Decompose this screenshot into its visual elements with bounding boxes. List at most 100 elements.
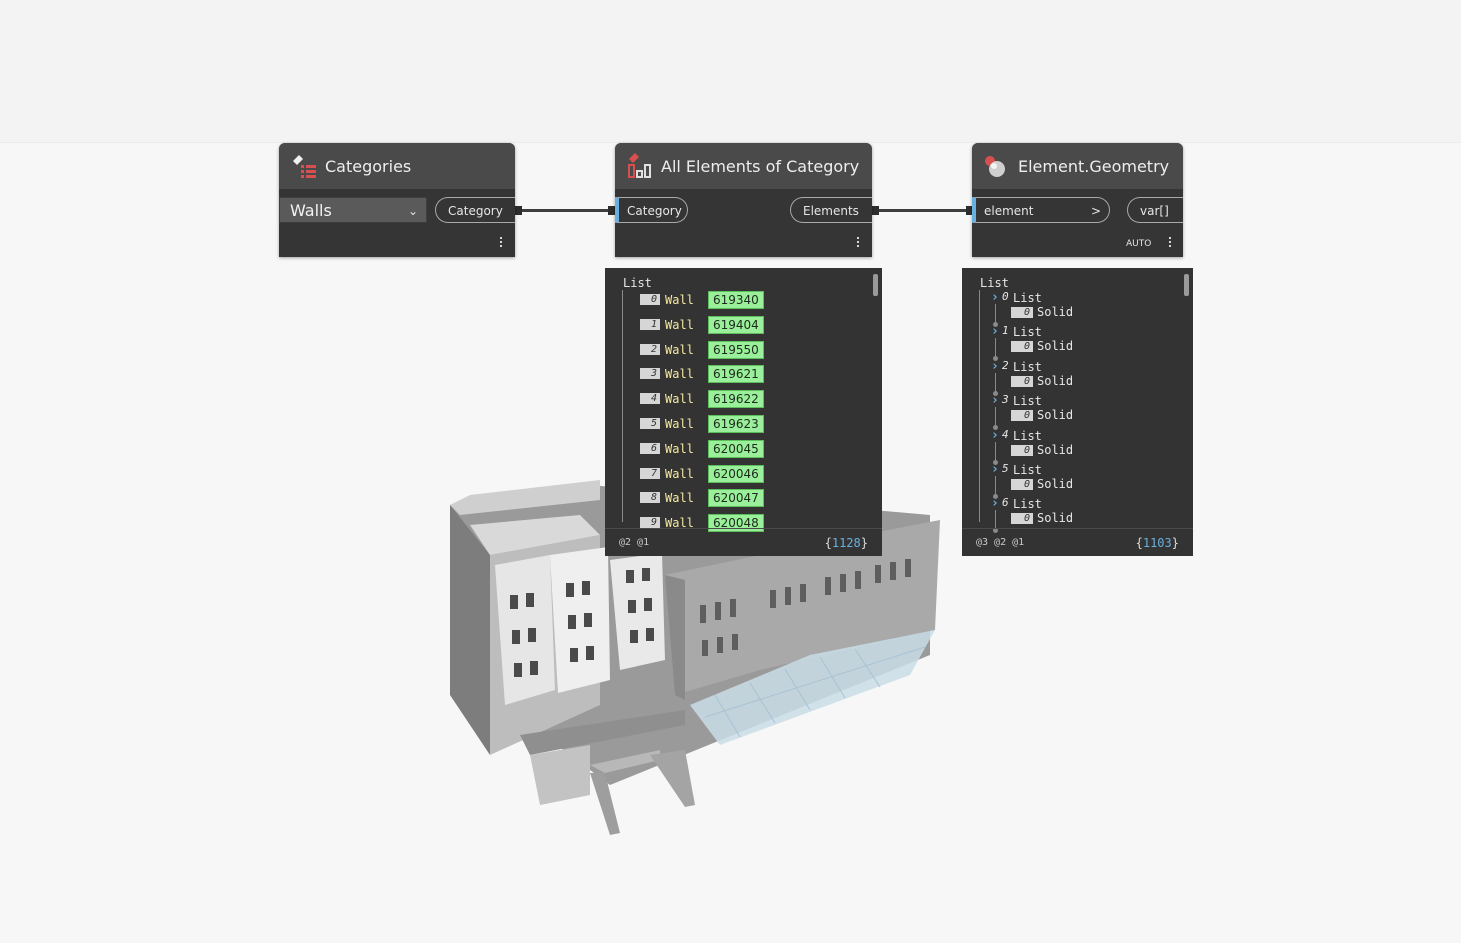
element-id[interactable]: 620047 (708, 489, 764, 508)
tree-line (995, 338, 996, 361)
sub-index: 0 (1011, 444, 1033, 456)
geometry-sphere-icon (985, 156, 1005, 177)
group-label: List (1013, 291, 1042, 305)
input-port-element[interactable]: element > (972, 197, 1110, 223)
item-type: Wall (665, 342, 694, 357)
sub-label: Solid (1037, 305, 1074, 319)
tree-line (995, 441, 996, 464)
input-port-category[interactable]: Category (615, 197, 688, 223)
element-id[interactable]: 619404 (708, 315, 764, 334)
item-type: Wall (665, 367, 694, 382)
element-id[interactable]: 620046 (708, 464, 764, 483)
category-dropdown[interactable]: Walls ⌄ (279, 197, 427, 223)
element-id[interactable]: 619340 (708, 291, 764, 309)
group-index: 6 (1002, 496, 1009, 510)
preview-footer: @2 @1 {1128} (605, 528, 882, 556)
element-id[interactable]: 620045 (708, 439, 764, 458)
canvas-top-band (0, 0, 1461, 143)
output-port-category[interactable]: Category (435, 197, 515, 223)
sub-label: Solid (1037, 477, 1074, 491)
tree-dot (993, 425, 998, 431)
port-label: Category (627, 204, 682, 218)
element-id[interactable]: 619621 (708, 365, 764, 384)
tree-dot (993, 528, 998, 534)
group-index: 4 (1002, 427, 1009, 441)
scrollbar[interactable] (1184, 274, 1189, 296)
item-index: 1 (640, 318, 660, 330)
preview-footer: @3 @2 @1 {1103} (962, 528, 1193, 556)
group-label: List (1013, 497, 1042, 512)
chevron-right-icon[interactable]: › (991, 427, 999, 443)
chevron-right-icon[interactable]: › (991, 290, 999, 305)
item-index: 8 (640, 492, 660, 504)
element-id[interactable]: 619622 (708, 390, 764, 409)
element-id[interactable]: 619623 (708, 415, 764, 433)
item-type: Wall (665, 417, 694, 431)
node-header[interactable]: All Elements of Category (615, 143, 872, 189)
group-label: List (1013, 463, 1042, 477)
tree-line (995, 407, 996, 430)
item-type: Wall (665, 317, 694, 332)
element-id[interactable]: 620048 (708, 514, 764, 533)
item-index: 7 (640, 467, 660, 479)
port-label: Elements (803, 204, 859, 218)
chevron-down-icon: ⌄ (407, 204, 418, 218)
sub-label: Solid (1037, 339, 1074, 354)
dropdown-value: Walls (290, 201, 332, 220)
node-header[interactable]: Categories (279, 143, 515, 189)
node-title: Categories (325, 157, 412, 176)
lacing-label[interactable]: AUTO (1126, 239, 1152, 249)
item-type: Wall (665, 392, 694, 407)
group-index: 3 (1002, 393, 1009, 407)
item-index: 5 (640, 418, 660, 429)
list-levels[interactable]: @3 @2 @1 (976, 537, 1025, 548)
list-header: List (980, 276, 1009, 290)
port-arrow: > (1090, 204, 1101, 218)
categories-node[interactable]: Categories Walls ⌄ Category (279, 143, 515, 257)
item-index: 9 (640, 517, 660, 529)
item-type: Wall (665, 516, 694, 531)
item-type: Wall (665, 441, 694, 456)
tree-line (995, 304, 996, 326)
node-header[interactable]: Element.Geometry (972, 143, 1183, 189)
item-index: 6 (640, 442, 660, 454)
element-geometry-node[interactable]: Element.Geometry element > var[] AUTO (972, 143, 1183, 257)
group-label: List (1013, 394, 1042, 409)
list-rail (622, 290, 623, 522)
chevron-right-icon[interactable]: › (991, 393, 999, 409)
vertical-dots-icon[interactable] (499, 237, 503, 249)
chevron-right-icon[interactable]: › (991, 358, 999, 374)
sub-index: 0 (1011, 375, 1033, 387)
output-port-elements[interactable]: Elements (790, 197, 872, 223)
elements-icon (628, 153, 651, 178)
vertical-dots-icon[interactable] (1168, 237, 1172, 249)
category-list-icon (293, 155, 316, 178)
element-id[interactable]: 619550 (708, 340, 764, 359)
list-header: List (623, 276, 652, 290)
item-type: Wall (665, 491, 694, 506)
tree-dot (993, 494, 998, 499)
all-elements-node[interactable]: All Elements of Category Category Elemen… (615, 143, 872, 257)
sub-label: Solid (1037, 408, 1074, 423)
wire-category (517, 209, 613, 212)
scrollbar[interactable] (873, 274, 878, 296)
list-levels[interactable]: @2 @1 (619, 537, 650, 548)
wire-cap (872, 206, 879, 215)
vertical-dots-icon[interactable] (856, 237, 860, 249)
tree-dot (993, 356, 998, 362)
group-index: 0 (1002, 290, 1009, 303)
sub-index: 0 (1011, 479, 1033, 490)
chevron-right-icon[interactable]: › (991, 496, 999, 512)
wire-cap (966, 206, 973, 215)
output-port-var[interactable]: var[] (1127, 197, 1183, 223)
list-rail (979, 290, 980, 522)
chevron-right-icon[interactable]: › (991, 324, 999, 340)
chevron-right-icon[interactable]: › (991, 462, 999, 477)
